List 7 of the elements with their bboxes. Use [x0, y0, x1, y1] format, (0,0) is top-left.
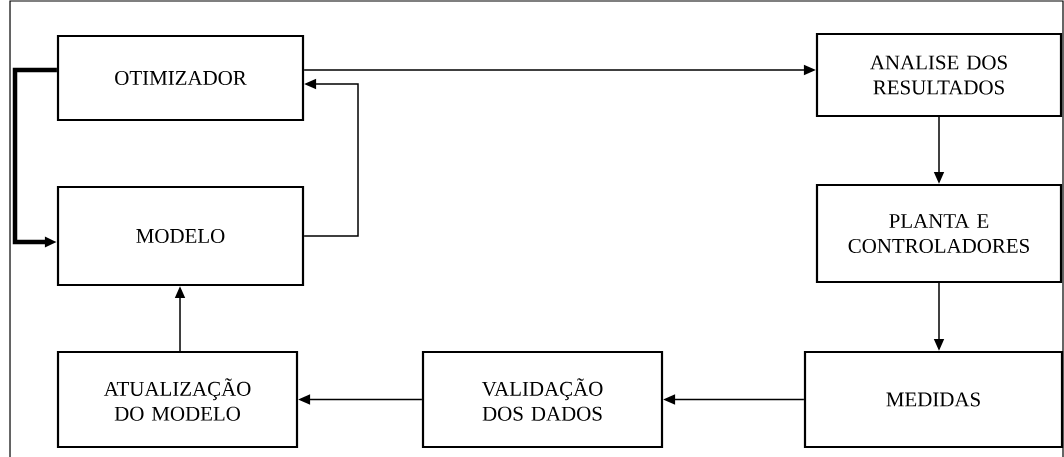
process-box: PLANTA E CONTROLADORES — [815, 183, 1063, 284]
process-box: ATUALIZAÇÃO DO MODELO — [56, 350, 299, 449]
process-box: MODELO — [56, 185, 305, 287]
process-box: VALIDAÇÃO DOS DADOS — [421, 350, 664, 449]
process-box: OTIMIZADOR — [56, 34, 305, 122]
process-box: ANALISE DOS RESULTADOS — [815, 32, 1063, 118]
process-box: MEDIDAS — [803, 350, 1064, 449]
